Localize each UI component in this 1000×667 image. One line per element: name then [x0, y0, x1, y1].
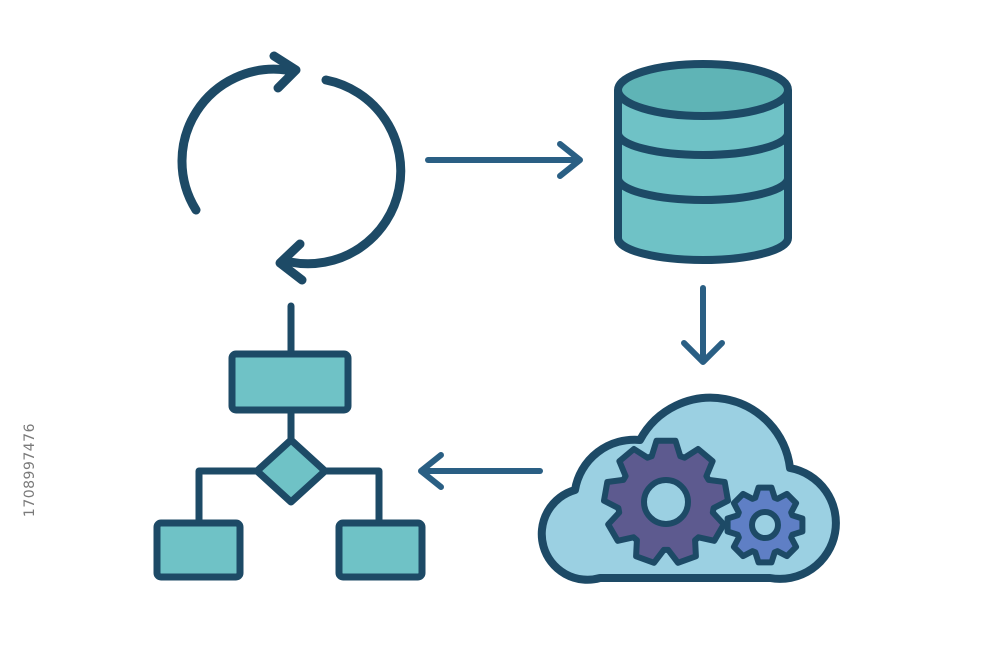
gear-hole	[749, 509, 781, 541]
database-icon	[614, 60, 792, 264]
arrow-down	[681, 285, 725, 365]
large-gear-icon	[601, 437, 731, 566]
refresh-cycle-icon	[177, 51, 406, 285]
small-gear-icon	[724, 484, 806, 566]
stock-id-label: 1708997476	[22, 423, 38, 518]
arrow-left	[418, 452, 543, 490]
flowchart-icon	[153, 302, 426, 581]
cloud-gears-icon	[537, 393, 840, 584]
gear-hole	[641, 477, 691, 527]
arrow-right	[425, 141, 583, 179]
